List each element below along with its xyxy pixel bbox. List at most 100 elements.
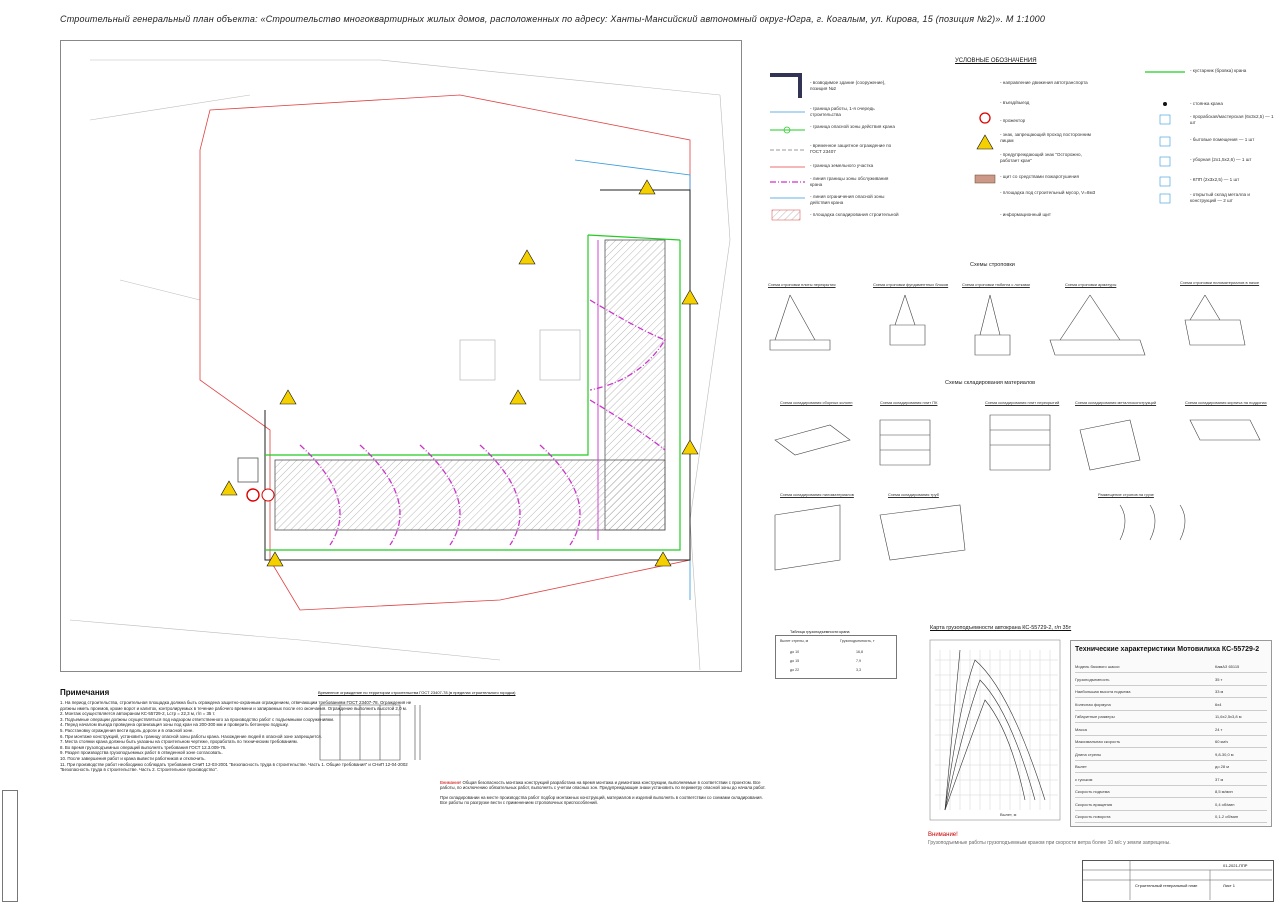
legend-item: - КПП (2х3х2,5) — 1 шт — [1190, 177, 1240, 182]
note-item: 6. При монтаже конструкций, установить г… — [60, 733, 323, 739]
spec-row: Вылет до 28 м — [1075, 761, 1267, 773]
sling-sketches — [769, 294, 1246, 356]
side-stamp-strip — [2, 790, 18, 902]
spec-value: 60 км/ч — [1215, 739, 1229, 744]
land-boundary — [199, 94, 691, 611]
spec-value: 0,4 об/мин — [1215, 801, 1235, 807]
spec-row: Наибольшая высота подъема 33 м — [1075, 686, 1267, 698]
warning-text: Грузоподъемные работы грузоподъемным кра… — [928, 840, 1171, 846]
building-south-wing — [274, 459, 666, 531]
legend-item: - предупреждающий знак "Осторожно, работ… — [1000, 152, 1082, 163]
note-item: 1. На период строительства, строительная… — [60, 700, 412, 711]
note-item: 5. Расстановку ограждения вести вдоль до… — [60, 727, 194, 733]
fence-detail — [319, 704, 421, 761]
spec-row: Максимальная скорость 60 км/ч — [1075, 736, 1267, 748]
lift-table-header: Грузоподъемность, т — [840, 639, 875, 643]
temporary-fence — [265, 234, 681, 551]
spec-title: Технические характеристики Мотовилиха КС… — [1075, 646, 1260, 653]
notes-list: 1. На период строительства, строительная… — [60, 700, 420, 773]
note-item: 9. Раздел производства грузоподъемных ра… — [60, 750, 223, 756]
spec-value: 33 м — [1215, 689, 1224, 694]
sling-scheme-label: Схема строповки плиты перекрытия — [768, 282, 836, 287]
warning-title: Внимание! — [928, 832, 958, 838]
legend-item: - граница опасной зоны действия крана — [810, 124, 895, 129]
spec-value: 37 м — [1215, 776, 1224, 782]
spec-row: Скорость вращения 0,4 об/мин — [1075, 799, 1267, 811]
legend-item: - прорабская/мастерская (6х3х2,5) — 1 шт — [1190, 114, 1274, 125]
storage-scheme-label: Схема складирования плит ПК — [880, 400, 938, 405]
note-item: 4. Перед началом въезда проведена органи… — [60, 722, 289, 728]
attention-label: Внимание! — [440, 780, 462, 785]
spec-value: до 28 м — [1215, 764, 1229, 769]
spec-row: Масса 24 т — [1075, 724, 1267, 736]
lift-capacity-table: Вылет стрелы, м Грузоподъемность, т до 1… — [775, 635, 897, 679]
spec-key: Длина стрелы — [1075, 751, 1102, 757]
legend-item: - открытый склад металла и конструкций —… — [1190, 192, 1250, 203]
stamp-sheet: Лист 1 — [1223, 883, 1236, 888]
sling-scheme-label: Схема строповки пиломатериалов в пачке — [1180, 280, 1260, 285]
sling-scheme-label: Схема строповки фундаментных блоков — [873, 282, 949, 287]
stamp-code: 01-2021-ППР — [1223, 863, 1248, 868]
attention-text: Общая безопасность монтажа конструкций р… — [440, 780, 766, 791]
spec-key: Вылет — [1075, 764, 1087, 769]
storage-scheme-label: Размещение стропов на грузе — [1098, 492, 1154, 497]
storage-scheme-label: Схема складирования сборных колонн — [780, 400, 853, 405]
lift-table-title: Таблица грузоподъемности крана — [790, 630, 850, 634]
sling-scheme-label: Схема строповки тюбинга с лотками — [962, 282, 1030, 287]
work-zone-boundary — [264, 189, 691, 561]
spec-value: 11,6х2,5х3,8 м — [1215, 714, 1242, 719]
crane-warning-signs — [220, 179, 699, 567]
note-item: 8. Во время грузоподъемных операций выпо… — [60, 744, 227, 750]
legend-item: - линия границы зоны обслуживания крана — [810, 176, 889, 187]
attention-text-2: При складировании на месте производства … — [440, 794, 763, 806]
legend-item: - линия ограничения опасной зоны действи… — [810, 194, 885, 205]
lift-table-header: Вылет стрелы, м — [780, 639, 809, 643]
storage-section-title: Схемы складирования материалов — [945, 380, 1036, 386]
lift-table-cell: 7,9 — [856, 659, 861, 663]
lift-table-cell: 16,8 — [856, 650, 863, 654]
legend-title: УСЛОВНЫЕ ОБОЗНАЧЕНИЯ — [955, 58, 1037, 64]
spec-key: Масса — [1075, 726, 1087, 732]
legend-item: - стоянка крана — [1190, 101, 1223, 106]
title-block: 01-2021-ППР Строительный генеральный пла… — [1082, 860, 1274, 902]
note-item: 7. Места стоянки крана должны быть указа… — [60, 739, 298, 745]
legend-item: - возводимое здание (сооружение), позици… — [810, 80, 886, 91]
site-plan-frame — [60, 40, 742, 672]
stamp-lines — [1082, 860, 1272, 900]
note-item: 3. Подъемные операции должны осуществлят… — [60, 716, 335, 722]
spec-key: Скорость подъема — [1075, 789, 1110, 794]
legend-item: - уборная (2х1,5х2,6) — 1 шт — [1190, 157, 1252, 162]
storage-site — [539, 329, 581, 381]
storage-scheme-label: Схема складирования кирпича на поддонах — [1185, 400, 1267, 405]
spec-value: 24 т — [1215, 726, 1223, 732]
legend-item: - граница работы, 1-я очередь строительс… — [810, 106, 875, 117]
lift-table-cell: до 10 — [790, 650, 800, 654]
stamp-name: Строительный генеральный план — [1135, 883, 1198, 888]
storage-scheme-label: Схема складирования плит перекрытий — [985, 400, 1060, 405]
note-item: 11. При производстве работ необходимо со… — [60, 761, 408, 773]
storage-scheme-label: Схема складирования металлоконструкций — [1075, 400, 1157, 405]
legend-item: - прожектор — [1000, 118, 1026, 123]
crane-chart-xlabel: Вылет, м — [1000, 812, 1017, 817]
spec-key: Наибольшая высота подъема — [1075, 689, 1131, 694]
site-huts — [237, 457, 259, 483]
legend-item: - площадка под строительный мусор, V=8м3 — [1000, 190, 1096, 195]
spec-key: Скорость вращения — [1075, 801, 1113, 807]
legend-item: - щит со средствами пожаротушения — [1000, 174, 1079, 179]
lift-table-cell: 3,3 — [856, 668, 861, 672]
lift-table-cell: до 22 — [790, 668, 800, 672]
note-item: 10. После завершения работ и крана вывес… — [60, 755, 206, 761]
no-entry-sign — [246, 488, 260, 502]
spec-key: Колесная формула — [1075, 701, 1111, 707]
notes-title: Примечания — [60, 688, 110, 697]
spec-key: Максимальная скорость — [1075, 739, 1121, 744]
crane-chart — [929, 639, 1061, 821]
legend-symbols — [770, 71, 1185, 221]
